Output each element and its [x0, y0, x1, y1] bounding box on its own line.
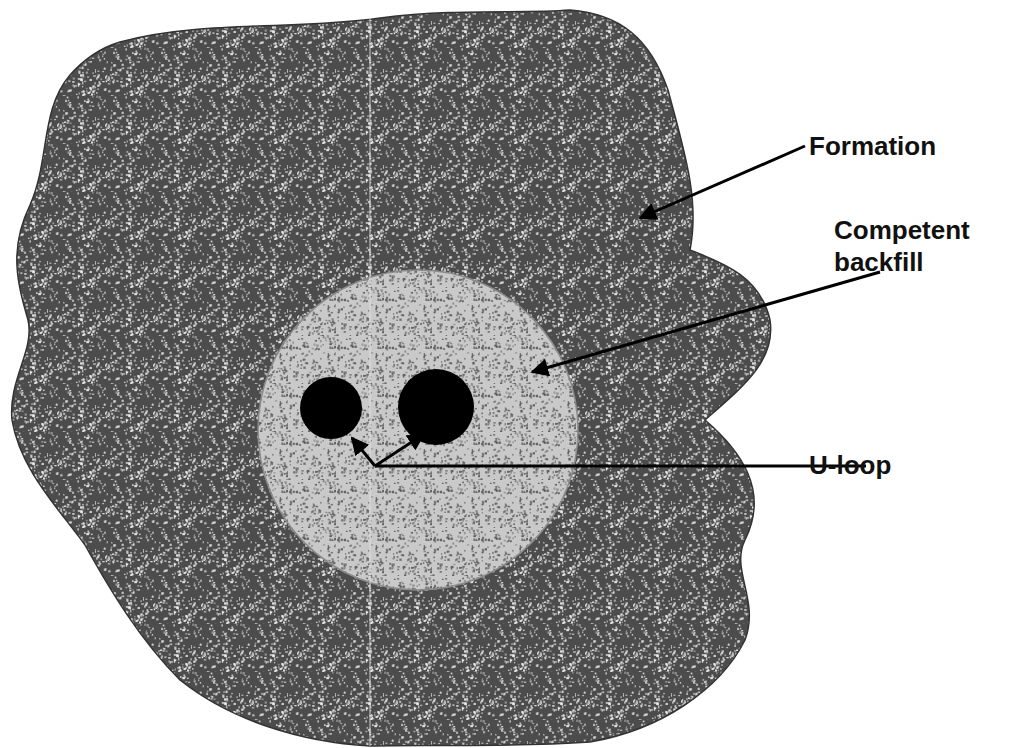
- leader-line: [375, 465, 866, 468]
- formation-label: Formation: [809, 130, 1009, 162]
- leader-line: [352, 438, 375, 466]
- backfill-label: Competent backfill: [834, 214, 1009, 278]
- u-loop-label: U-loop: [809, 449, 1009, 481]
- u-loop-pipe: [300, 377, 362, 439]
- backfill-circle: [258, 270, 578, 590]
- u-loop-pipe: [398, 369, 474, 445]
- leader-line: [375, 434, 424, 466]
- leader-line: [532, 272, 880, 372]
- formation-region: [12, 10, 771, 746]
- leader-line: [640, 146, 805, 218]
- scan-line: [369, 18, 370, 746]
